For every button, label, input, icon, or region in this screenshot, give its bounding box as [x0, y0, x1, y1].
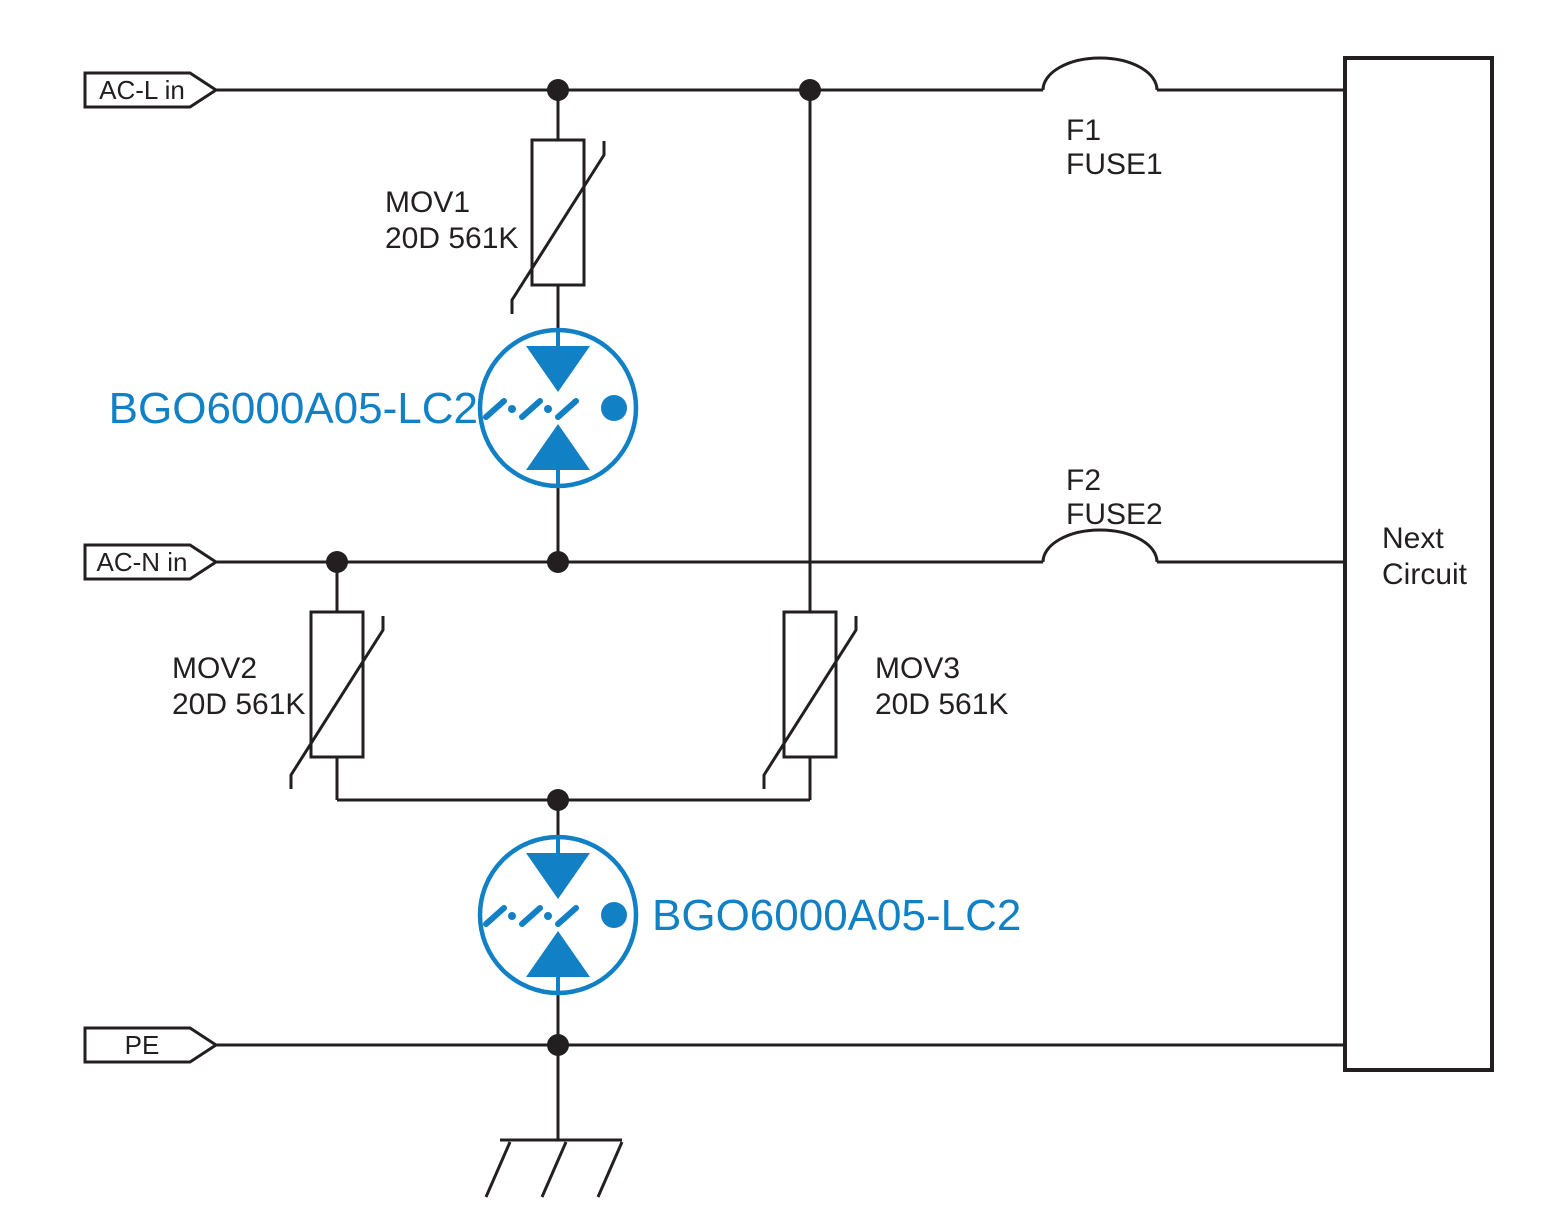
next-circuit-label-line1: Next: [1382, 522, 1444, 555]
terminal-pe-label: PE: [125, 1030, 160, 1060]
gdt1-part-label: BGO6000A05-LC2: [109, 384, 478, 433]
gdt2-part-label: BGO6000A05-LC2: [652, 891, 1021, 940]
junction-dot: [547, 1034, 569, 1056]
varistor-body: [309, 610, 365, 759]
ground-hatch: [484, 1141, 512, 1198]
mov2-value-label: 20D 561K: [172, 688, 305, 721]
varistor-body: [782, 610, 838, 759]
fuse-f2: F2 FUSE2: [1041, 464, 1163, 563]
terminal-ac-l-label: AC-L in: [99, 75, 185, 105]
terminal-arrow-shape: [83, 71, 219, 109]
fuse-bump-icon: [1041, 528, 1159, 563]
junction-dot: [326, 551, 348, 573]
fuse1-ref-label: F1: [1066, 114, 1101, 147]
mov3-ref-label: MOV3: [875, 652, 960, 685]
varistor-diagonal-icon: [510, 141, 606, 314]
junction-dot: [799, 79, 821, 101]
varistor-diagonal-icon: [762, 616, 858, 789]
fuse2-name-label: FUSE2: [1066, 498, 1163, 531]
junction-dot: [547, 551, 569, 573]
gas-discharge-tube-icon: [480, 330, 636, 486]
varistor-body: [530, 138, 586, 287]
terminal-ac-n-label: AC-N in: [96, 547, 187, 577]
next-circuit-box: [1343, 56, 1494, 1072]
ground-hatch: [540, 1141, 568, 1198]
gdt2-symbol: BGO6000A05-LC2: [480, 837, 1021, 993]
fuse2-ref-label: F2: [1066, 464, 1101, 497]
gas-discharge-tube-icon: [480, 837, 636, 993]
varistor-diagonal-icon: [289, 616, 385, 789]
terminal-pe: PE: [83, 1026, 219, 1064]
varistor-mov3: MOV3 20D 561K: [762, 610, 1008, 789]
earth-ground-icon: [484, 1138, 624, 1198]
junction-dots: [326, 79, 821, 1056]
next-circuit-label-line2: Circuit: [1382, 558, 1468, 591]
next-circuit-block: Next Circuit: [1343, 56, 1494, 1072]
junction-dot: [547, 789, 569, 811]
terminal-arrow-shape: [83, 1026, 219, 1064]
varistor-mov2: MOV2 20D 561K: [172, 610, 385, 789]
terminal-arrow-shape: [83, 543, 219, 581]
gdt1-symbol: BGO6000A05-LC2: [109, 330, 636, 486]
terminal-ac-n: AC-N in: [83, 543, 219, 581]
fuse-f1: F1 FUSE1: [1041, 56, 1163, 181]
mov2-ref-label: MOV2: [172, 652, 257, 685]
fuse1-name-label: FUSE1: [1066, 148, 1163, 181]
mov1-ref-label: MOV1: [385, 186, 470, 219]
ground-hatch: [596, 1141, 624, 1198]
varistor-mov1: MOV1 20D 561K: [385, 138, 606, 314]
junction-dot: [547, 79, 569, 101]
mov3-value-label: 20D 561K: [875, 688, 1008, 721]
mov1-value-label: 20D 561K: [385, 222, 518, 255]
terminal-ac-l: AC-L in: [83, 71, 219, 109]
fuse-bump-icon: [1041, 56, 1159, 91]
